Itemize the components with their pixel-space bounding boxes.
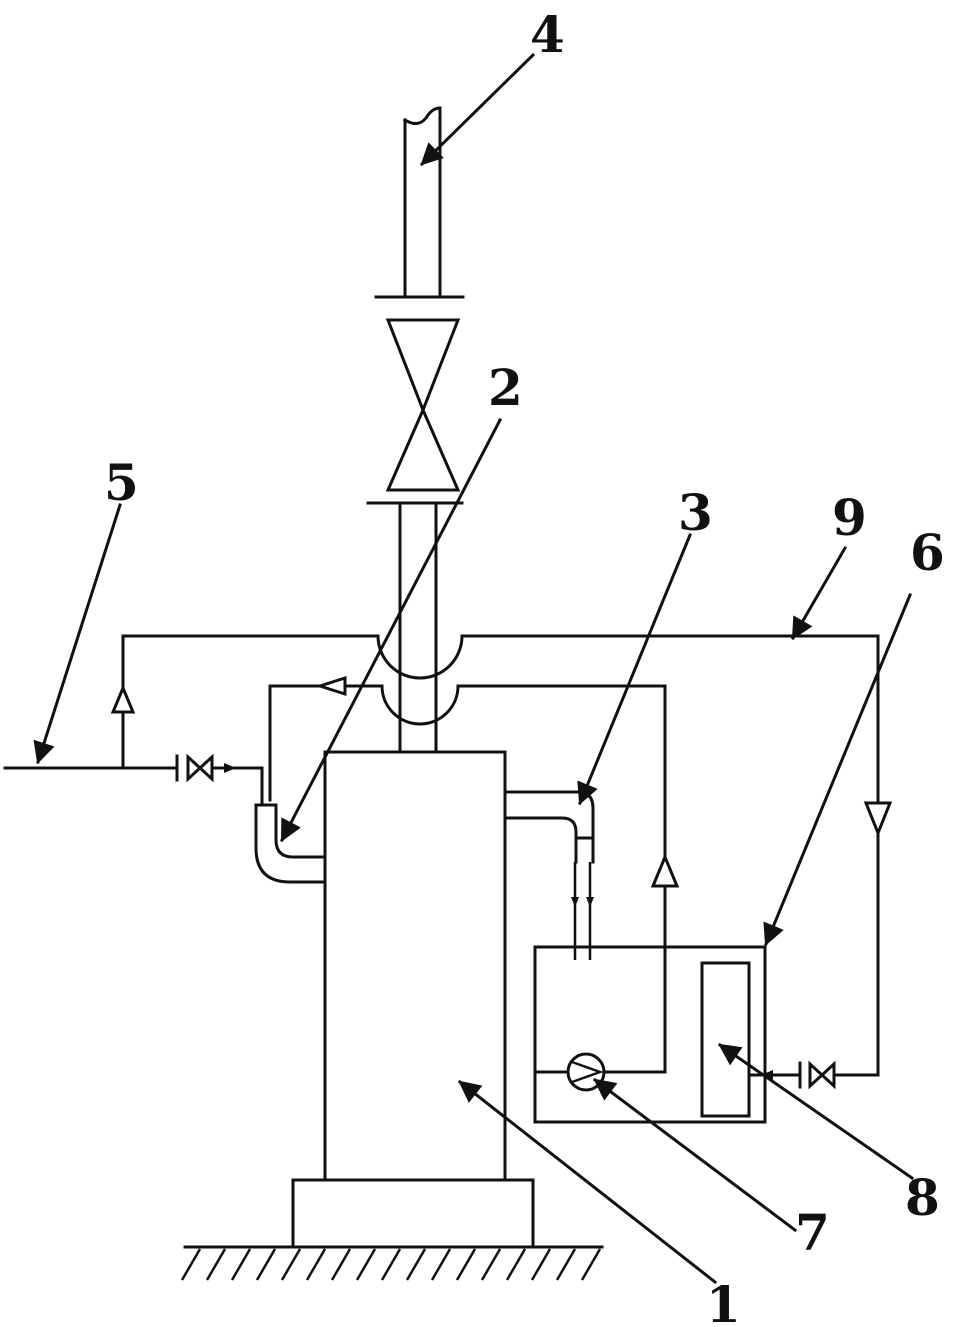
leader-6 <box>763 593 912 947</box>
main-column <box>323 750 507 1182</box>
inlet-pipe-2 <box>254 803 327 884</box>
label-7: 7 <box>795 1203 830 1262</box>
ground <box>180 1245 604 1281</box>
label-2: 2 <box>488 358 523 417</box>
label-4: 4 <box>530 5 565 64</box>
base-plinth <box>291 1178 535 1249</box>
element-8 <box>700 961 751 1118</box>
label-5: 5 <box>104 453 139 512</box>
flow-markers <box>110 675 893 888</box>
leader-3 <box>577 533 692 806</box>
label-3: 3 <box>678 483 713 542</box>
line-9 <box>121 634 880 1077</box>
valve-line-5 <box>175 753 236 783</box>
label-8: 8 <box>905 1168 940 1227</box>
leader-2 <box>279 417 503 843</box>
outlet-pipe-3 <box>503 790 595 960</box>
leaders <box>33 52 915 1285</box>
riser-pipe <box>398 503 438 754</box>
line-5 <box>3 766 264 807</box>
leader-9 <box>790 545 848 641</box>
label-6: 6 <box>910 523 945 582</box>
tank-6 <box>533 945 767 1124</box>
label-1: 1 <box>706 1275 741 1327</box>
label-9: 9 <box>832 488 867 547</box>
leader-7 <box>592 1077 798 1233</box>
pump-7 <box>566 1052 606 1092</box>
gate-valve <box>385 318 461 492</box>
leader-5 <box>33 503 122 765</box>
leader-1 <box>457 1079 718 1285</box>
leader-4 <box>419 52 536 167</box>
top-pipe <box>402 106 442 299</box>
line-to-element-8 <box>747 1060 880 1090</box>
leader-8 <box>717 1042 915 1181</box>
